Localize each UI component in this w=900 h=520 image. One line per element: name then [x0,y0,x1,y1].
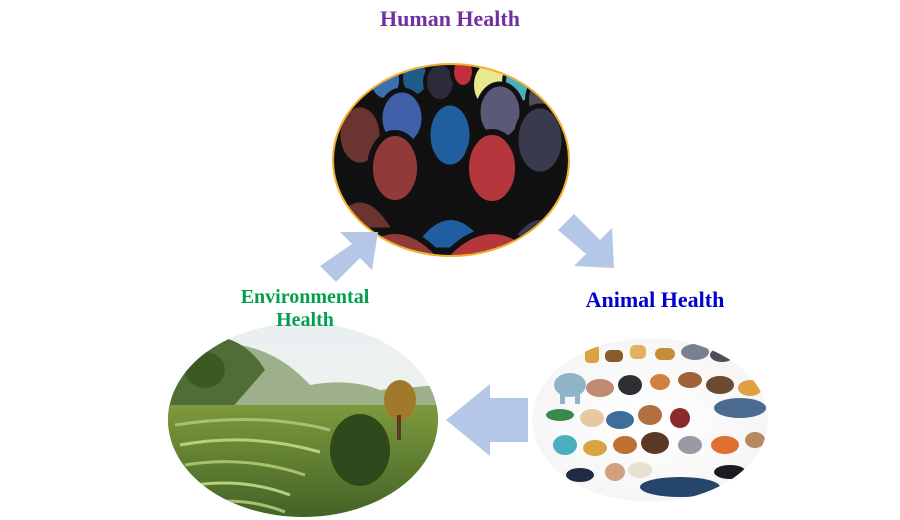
environmental-health-label-line2: Health [276,309,334,331]
animal-figure [553,432,765,456]
animal-health-label: Animal Health [585,287,725,312]
animal-figure [554,372,762,404]
animal-health-image [532,338,768,502]
arrow-environment-to-human [320,232,378,282]
animal-figure [566,462,746,497]
environmental-health-image [168,323,438,517]
environmental-health-label-line1: Environmental [240,286,370,308]
tree [185,352,416,486]
animal-figure [546,398,766,429]
arrow-animal-to-environment [446,384,528,456]
human-health-image [332,63,570,257]
human-health-label: Human Health [380,6,520,31]
arrow-human-to-animal [558,214,614,268]
environmental-health-label: Environmental Health [205,286,405,332]
